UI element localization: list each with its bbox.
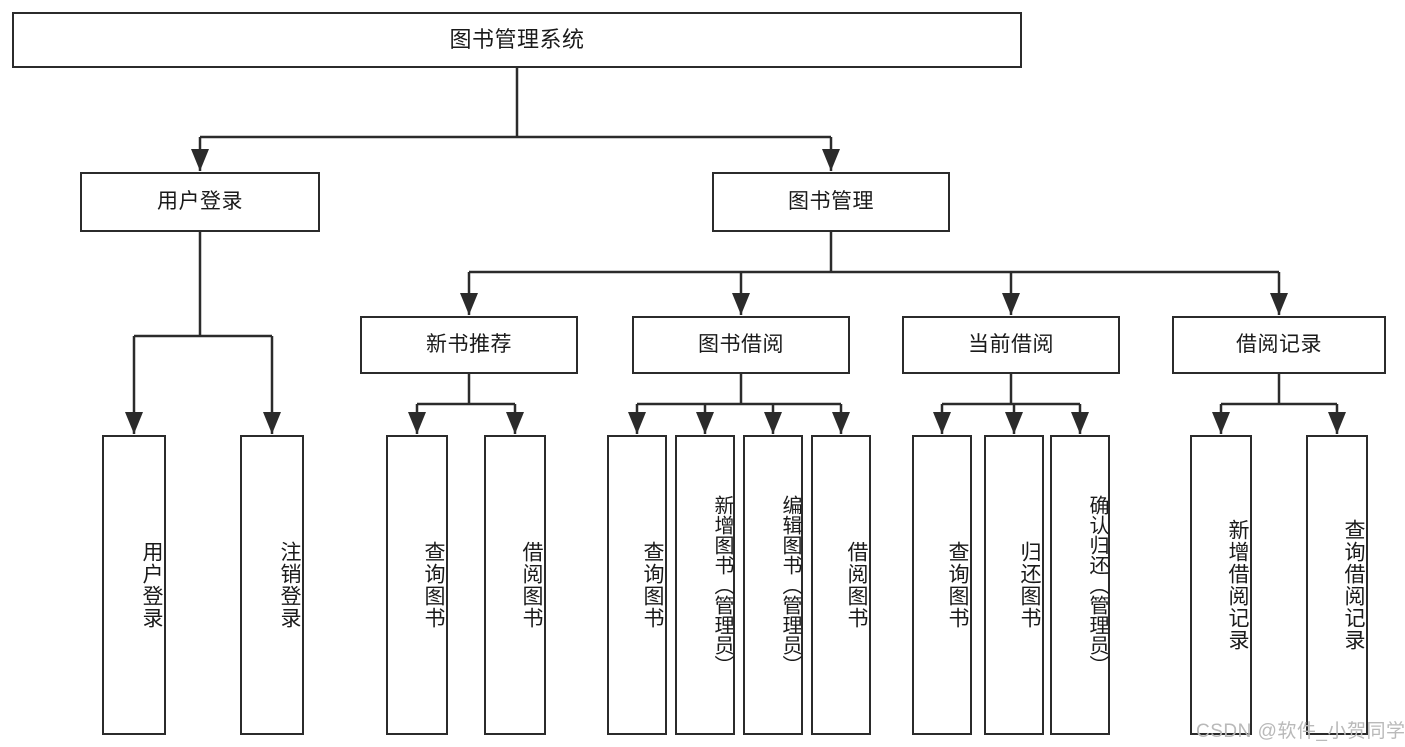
node-label: 借阅图书	[845, 541, 868, 629]
node-leaf-b-edit: 编辑图书（管理员）	[743, 435, 803, 735]
node-label: 查询借阅记录	[1342, 519, 1365, 651]
node-leaf-b-query: 查询图书	[607, 435, 667, 735]
arrowhead	[408, 412, 426, 434]
arrowhead	[764, 412, 782, 434]
arrowhead	[832, 412, 850, 434]
arrowhead	[1212, 412, 1230, 434]
arrowhead	[125, 412, 143, 434]
arrowhead	[933, 412, 951, 434]
node-leaf-nb-borrow: 借阅图书	[484, 435, 546, 735]
arrowhead	[1270, 293, 1288, 315]
node-leaf-logout: 注销登录	[240, 435, 304, 735]
arrowhead	[263, 412, 281, 434]
node-label: 查询图书	[641, 541, 664, 629]
node-leaf-user-login: 用户登录	[102, 435, 166, 735]
node-leaf-c-query: 查询图书	[912, 435, 972, 735]
node-leaf-r-query: 查询借阅记录	[1306, 435, 1368, 735]
arrowhead	[628, 412, 646, 434]
arrowhead	[696, 412, 714, 434]
node-label: 新书推荐	[426, 333, 512, 357]
node-bookmgmt: 图书管理	[712, 172, 950, 232]
node-label: 确认归还（管理员）	[1086, 495, 1108, 675]
arrowhead	[822, 149, 840, 171]
arrowhead	[1002, 293, 1020, 315]
node-label: 归还图书	[1018, 541, 1041, 629]
node-root: 图书管理系统	[12, 12, 1022, 68]
node-leaf-b-borrow: 借阅图书	[811, 435, 871, 735]
arrowhead	[1328, 412, 1346, 434]
arrowhead	[460, 293, 478, 315]
node-label: 查询图书	[422, 541, 445, 629]
node-leaf-c-confirm: 确认归还（管理员）	[1050, 435, 1110, 735]
node-label: 编辑图书（管理员）	[779, 495, 801, 675]
node-newbook: 新书推荐	[360, 316, 578, 374]
node-records: 借阅记录	[1172, 316, 1386, 374]
node-label: 借阅图书	[520, 541, 543, 629]
node-login: 用户登录	[80, 172, 320, 232]
node-leaf-r-add: 新增借阅记录	[1190, 435, 1252, 735]
node-label: 当前借阅	[968, 333, 1054, 357]
arrowhead	[191, 149, 209, 171]
arrowhead	[1005, 412, 1023, 434]
node-current: 当前借阅	[902, 316, 1120, 374]
node-label: 注销登录	[278, 541, 301, 629]
node-borrow: 图书借阅	[632, 316, 850, 374]
node-leaf-nb-query: 查询图书	[386, 435, 448, 735]
watermark: CSDN @软件_小贺同学	[1196, 721, 1405, 742]
node-label: 用户登录	[157, 190, 243, 214]
node-label: 用户登录	[140, 541, 163, 629]
node-label: 新增借阅记录	[1226, 519, 1249, 651]
node-leaf-b-add: 新增图书（管理员）	[675, 435, 735, 735]
node-label: 图书管理	[788, 190, 874, 214]
node-label: 新增图书（管理员）	[711, 495, 733, 675]
node-leaf-c-return: 归还图书	[984, 435, 1044, 735]
node-label: 借阅记录	[1236, 333, 1322, 357]
node-label: 图书管理系统	[449, 26, 585, 52]
node-label: 图书借阅	[698, 333, 784, 357]
arrowhead	[1071, 412, 1089, 434]
node-label: 查询图书	[946, 541, 969, 629]
arrowhead	[732, 293, 750, 315]
arrowhead	[506, 412, 524, 434]
